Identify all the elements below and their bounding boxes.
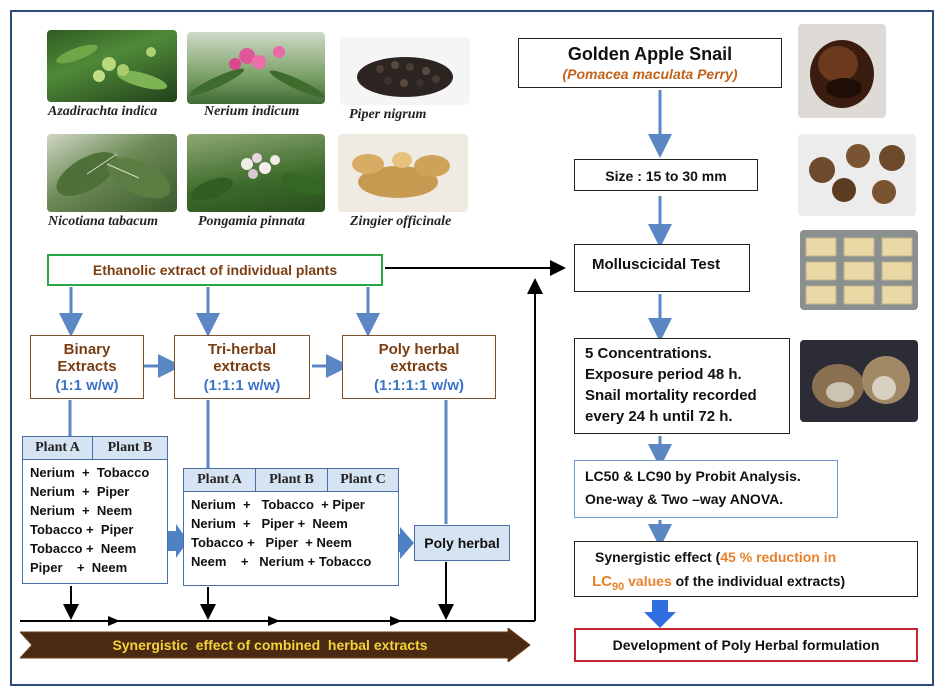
condition-line: 5 Concentrations. xyxy=(585,345,712,362)
table-row: Nerium + Piper + Neem xyxy=(191,516,348,531)
header-plant-c: Plant C xyxy=(340,472,386,487)
binary-combinations-table: Plant A Plant B Nerium + Tobacco Nerium … xyxy=(22,436,168,584)
synergy-suffix: of the individual extracts) xyxy=(671,573,846,589)
oleander-flowers-photo xyxy=(187,32,325,104)
table-row: Nerium + Tobacco xyxy=(30,465,150,480)
table-row: Nerium + Piper xyxy=(30,484,130,499)
size-box: Size : 15 to 30 mm xyxy=(574,159,758,191)
lc90-label: LC90 values xyxy=(592,573,672,593)
header-plant-b: Plant B xyxy=(256,469,328,491)
plant-caption: Nicotiana tabacum xyxy=(48,214,159,229)
poly-herbal-box: Poly herbal xyxy=(414,525,510,561)
header-plant-a: Plant A xyxy=(184,469,256,491)
plant-caption: Azadirachta indica xyxy=(48,104,158,119)
molluscicidal-test-box: Molluscicidal Test xyxy=(574,244,750,292)
snails-group-photo xyxy=(798,134,916,216)
synergy-prefix: Synergistic effect ( xyxy=(595,549,721,565)
binary-extracts-box: Binary Extracts (1:1 w/w) xyxy=(30,335,144,399)
black-pepper-photo xyxy=(340,37,470,105)
table-row: Nerium + Neem xyxy=(30,503,133,518)
test-containers-photo xyxy=(800,230,918,310)
table-row: Neem + Nerium + Tobacco xyxy=(191,554,372,569)
condition-line: Exposure period 48 h. xyxy=(585,366,742,383)
lc-main: LC xyxy=(592,573,612,590)
binary-title-2: Extracts xyxy=(57,358,117,375)
plant-caption: Piper nigrum xyxy=(349,107,427,122)
conditions-box: 5 Concentrations. Exposure period 48 h. … xyxy=(574,338,790,434)
poly-ratio: (1:1:1:1 w/w) xyxy=(373,377,464,394)
table-row: Tobacco + Piper + Neem xyxy=(191,535,352,550)
table-header: Plant A Plant B xyxy=(23,437,167,460)
lc-sub: 90 xyxy=(612,580,625,593)
binary-ratio: (1:1 w/w) xyxy=(55,377,119,394)
analysis-line: LC50 & LC90 by Probit Analysis. xyxy=(585,468,801,484)
synergy-banner-label: Synergistic effect of combined herbal ex… xyxy=(112,637,428,653)
tri-title: Tri-herbal xyxy=(207,341,277,358)
lc-rest: values xyxy=(624,573,672,589)
binary-title: Binary xyxy=(63,341,111,358)
tobacco-leaves-photo xyxy=(47,134,177,212)
ginger-rhizome-photo xyxy=(338,134,468,212)
table-row: Tobacco + Neem xyxy=(30,541,137,556)
table-row: Piper + Neem xyxy=(30,560,128,575)
pongamia-flowers-photo xyxy=(187,134,325,212)
tri-title-2: extracts xyxy=(213,358,271,375)
table-row: Nerium + Tobacco + Piper xyxy=(191,497,365,512)
plant-caption: Pongamia pinnata xyxy=(198,214,305,229)
snail-subtitle: (Pomacea maculata Perry) xyxy=(562,66,738,82)
neem-leaves-photo xyxy=(47,30,177,102)
plant-caption: Zingier officinale xyxy=(350,214,452,229)
development-box: Development of Poly Herbal formulation xyxy=(574,628,918,662)
condition-line: every 24 h until 72 h. xyxy=(585,408,733,425)
plant-caption: Nerium indicum xyxy=(204,104,300,119)
snail-close-up-photo xyxy=(800,340,918,422)
tri-ratio: (1:1:1 w/w) xyxy=(203,377,281,394)
table-header: Plant A Plant B Plant C xyxy=(184,469,398,492)
tri-herbal-extracts-box: Tri-herbal extracts (1:1:1 w/w) xyxy=(174,335,310,399)
analysis-line: One-way & Two –way ANOVA. xyxy=(585,491,784,507)
table-row: Tobacco + Piper xyxy=(30,522,134,537)
synergy-banner-arrow xyxy=(20,628,531,662)
snail-title: Golden Apple Snail xyxy=(567,44,733,64)
synergy-highlight-1: 45 % reduction in xyxy=(720,549,837,565)
tri-herbal-combinations-table: Plant A Plant B Plant C Nerium + Tobacco… xyxy=(183,468,399,586)
ethanolic-extract-box xyxy=(47,254,383,286)
poly-herbal-extracts-box: Poly herbal extracts (1:1:1:1 w/w) xyxy=(342,335,496,399)
poly-title-2: extracts xyxy=(390,358,448,375)
analysis-box: LC50 & LC90 by Probit Analysis. One-way … xyxy=(574,460,838,518)
condition-line: Snail mortality recorded xyxy=(585,387,757,404)
header-plant-b: Plant B xyxy=(107,440,153,455)
snail-shell-photo xyxy=(798,24,886,118)
ethanolic-extract-label: Ethanolic extract of individual plants xyxy=(92,262,338,278)
snail-title-box: Golden Apple Snail (Pomacea maculata Per… xyxy=(518,38,782,88)
diagram-frame xyxy=(10,10,934,686)
header-plant-a: Plant A xyxy=(23,437,93,459)
synergy-effect-box: Synergistic effect (45 % reduction in LC… xyxy=(574,541,918,597)
poly-title: Poly herbal xyxy=(378,341,460,358)
